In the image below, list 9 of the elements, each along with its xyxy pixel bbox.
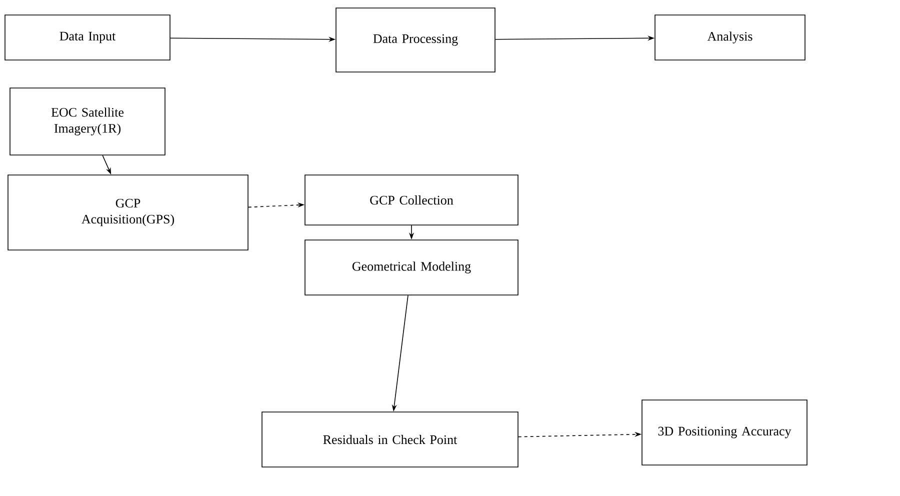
process-box: Data Input (4, 14, 170, 60)
process-box: EOC Satellite Imagery(1R) (10, 88, 166, 156)
process-box: Data Processing (336, 8, 496, 72)
process-box: Analysis (654, 14, 806, 60)
process-box: 3D Positioning Accuracy (642, 400, 808, 466)
process-box: Residuals in Check Point (262, 412, 518, 468)
process-box: GCP Collection (304, 174, 518, 226)
process-box: Geometrical Modeling (304, 240, 518, 296)
process-box: GCP Acquisition(GPS) (8, 174, 248, 250)
